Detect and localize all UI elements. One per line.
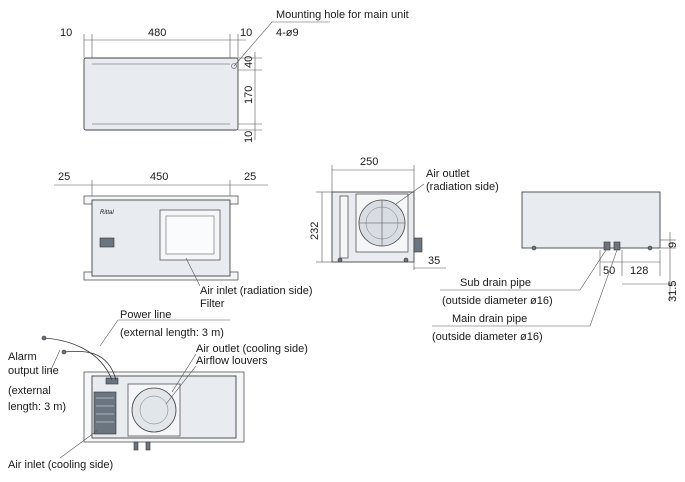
drain-view-body — [521, 191, 661, 249]
drain-dim-9: 9 — [667, 242, 679, 248]
top-view: 10 480 10 40 170 10 Mounting hole for ma… — [60, 9, 409, 143]
top-dim-left: 10 — [60, 27, 72, 39]
brand-logo: Rittal — [100, 210, 114, 216]
drain-foot-2 — [647, 245, 653, 251]
side-dim-height: 232 — [309, 222, 321, 240]
side-bracket — [339, 195, 349, 259]
front-dim-width: 450 — [150, 171, 168, 183]
sub-drain-label-2: (outside diameter ø16) — [442, 295, 553, 307]
main-drain-pipe-icon — [613, 241, 621, 251]
front-view: 25 450 25 Rittal Air inlet (radiation si… — [54, 171, 313, 310]
rear-louvers: Airflow louvers — [196, 355, 268, 367]
front-filter-icon — [165, 215, 215, 255]
top-dim-width: 480 — [148, 27, 166, 39]
hole-spec: 4-ø9 — [276, 27, 299, 39]
alarm-cable-end — [41, 335, 47, 341]
louvers-leader — [165, 365, 197, 405]
rear-inlet-grille-icon — [93, 391, 117, 435]
airflow-louvers-icon — [131, 387, 177, 433]
drain-dim-31-5: 31.5 — [667, 281, 679, 302]
front-dim-right: 25 — [244, 171, 256, 183]
rear-power-2: (external length: 3 m) — [120, 327, 224, 339]
louver-ring — [139, 395, 169, 425]
rear-view: Power line (external length: 3 m) Alarm … — [8, 309, 308, 471]
outlet-leader-line — [395, 183, 425, 205]
sub-drain-pipe-icon — [603, 241, 611, 251]
side-label-outlet-1: Air outlet — [426, 168, 469, 180]
top-view-body — [83, 57, 239, 131]
side-dim-depth: 35 — [428, 255, 440, 267]
main-drain-label-1: Main drain pipe — [452, 313, 527, 325]
rear-pipe-1 — [133, 441, 139, 451]
outlet-cooling-leader — [171, 353, 197, 393]
top-dim-v-bot: 10 — [243, 131, 255, 143]
rear-alarm-3: (external — [8, 385, 51, 397]
hole-label: Mounting hole for main unit — [276, 9, 409, 21]
front-dim-left: 25 — [58, 171, 70, 183]
side-pipe-stub — [413, 237, 423, 253]
front-label-inlet: Air inlet (radiation side) — [200, 285, 313, 297]
alarm-cable-line — [43, 337, 113, 381]
side-dim-width: 250 — [360, 156, 378, 168]
side-view: 250 232 35 Air outlet (radiation side) — [309, 156, 499, 270]
side-foot-1 — [337, 257, 343, 263]
power-leader — [99, 319, 230, 347]
main-drain-label-2: (outside diameter ø16) — [432, 331, 543, 343]
sub-drain-label-1: Sub drain pipe — [460, 277, 531, 289]
power-cable-line — [63, 350, 117, 381]
rear-alarm-4: length: 3 m) — [8, 401, 66, 413]
power-cable-end — [61, 349, 67, 355]
front-label-filter: Filter — [200, 298, 225, 310]
hole-leader-line — [233, 21, 330, 67]
rear-inlet-cooling: Air inlet (cooling side) — [8, 459, 113, 471]
cable-gland-icon — [105, 377, 119, 385]
top-dim-v-top: 40 — [243, 56, 255, 68]
drain-view: 9 31.5 50 128 Sub drain pipe (outside di… — [432, 191, 679, 343]
top-dim-right: 10 — [240, 27, 252, 39]
side-foot-2 — [403, 257, 409, 263]
alarm-leader — [49, 349, 61, 373]
mounting-hole-icon — [231, 63, 237, 69]
main-drain-leader — [432, 249, 618, 327]
drain-dim-50: 50 — [603, 265, 615, 277]
top-dim-v-mid: 170 — [243, 86, 255, 104]
drain-foot-1 — [531, 245, 537, 251]
rear-alarm-2: output line — [8, 365, 59, 377]
sub-drain-leader — [440, 249, 607, 291]
control-display-icon — [99, 237, 115, 248]
drain-dim-128: 128 — [630, 265, 648, 277]
rear-power-1: Power line — [120, 309, 171, 321]
side-label-outlet-2: (radiation side) — [426, 181, 499, 193]
rear-pipe-2 — [145, 441, 151, 451]
inlet-cooling-leader — [59, 429, 99, 459]
rear-outlet-cooling: Air outlet (cooling side) — [196, 343, 308, 355]
inlet-leader-line — [185, 257, 201, 287]
rear-alarm-1: Alarm — [8, 351, 37, 363]
